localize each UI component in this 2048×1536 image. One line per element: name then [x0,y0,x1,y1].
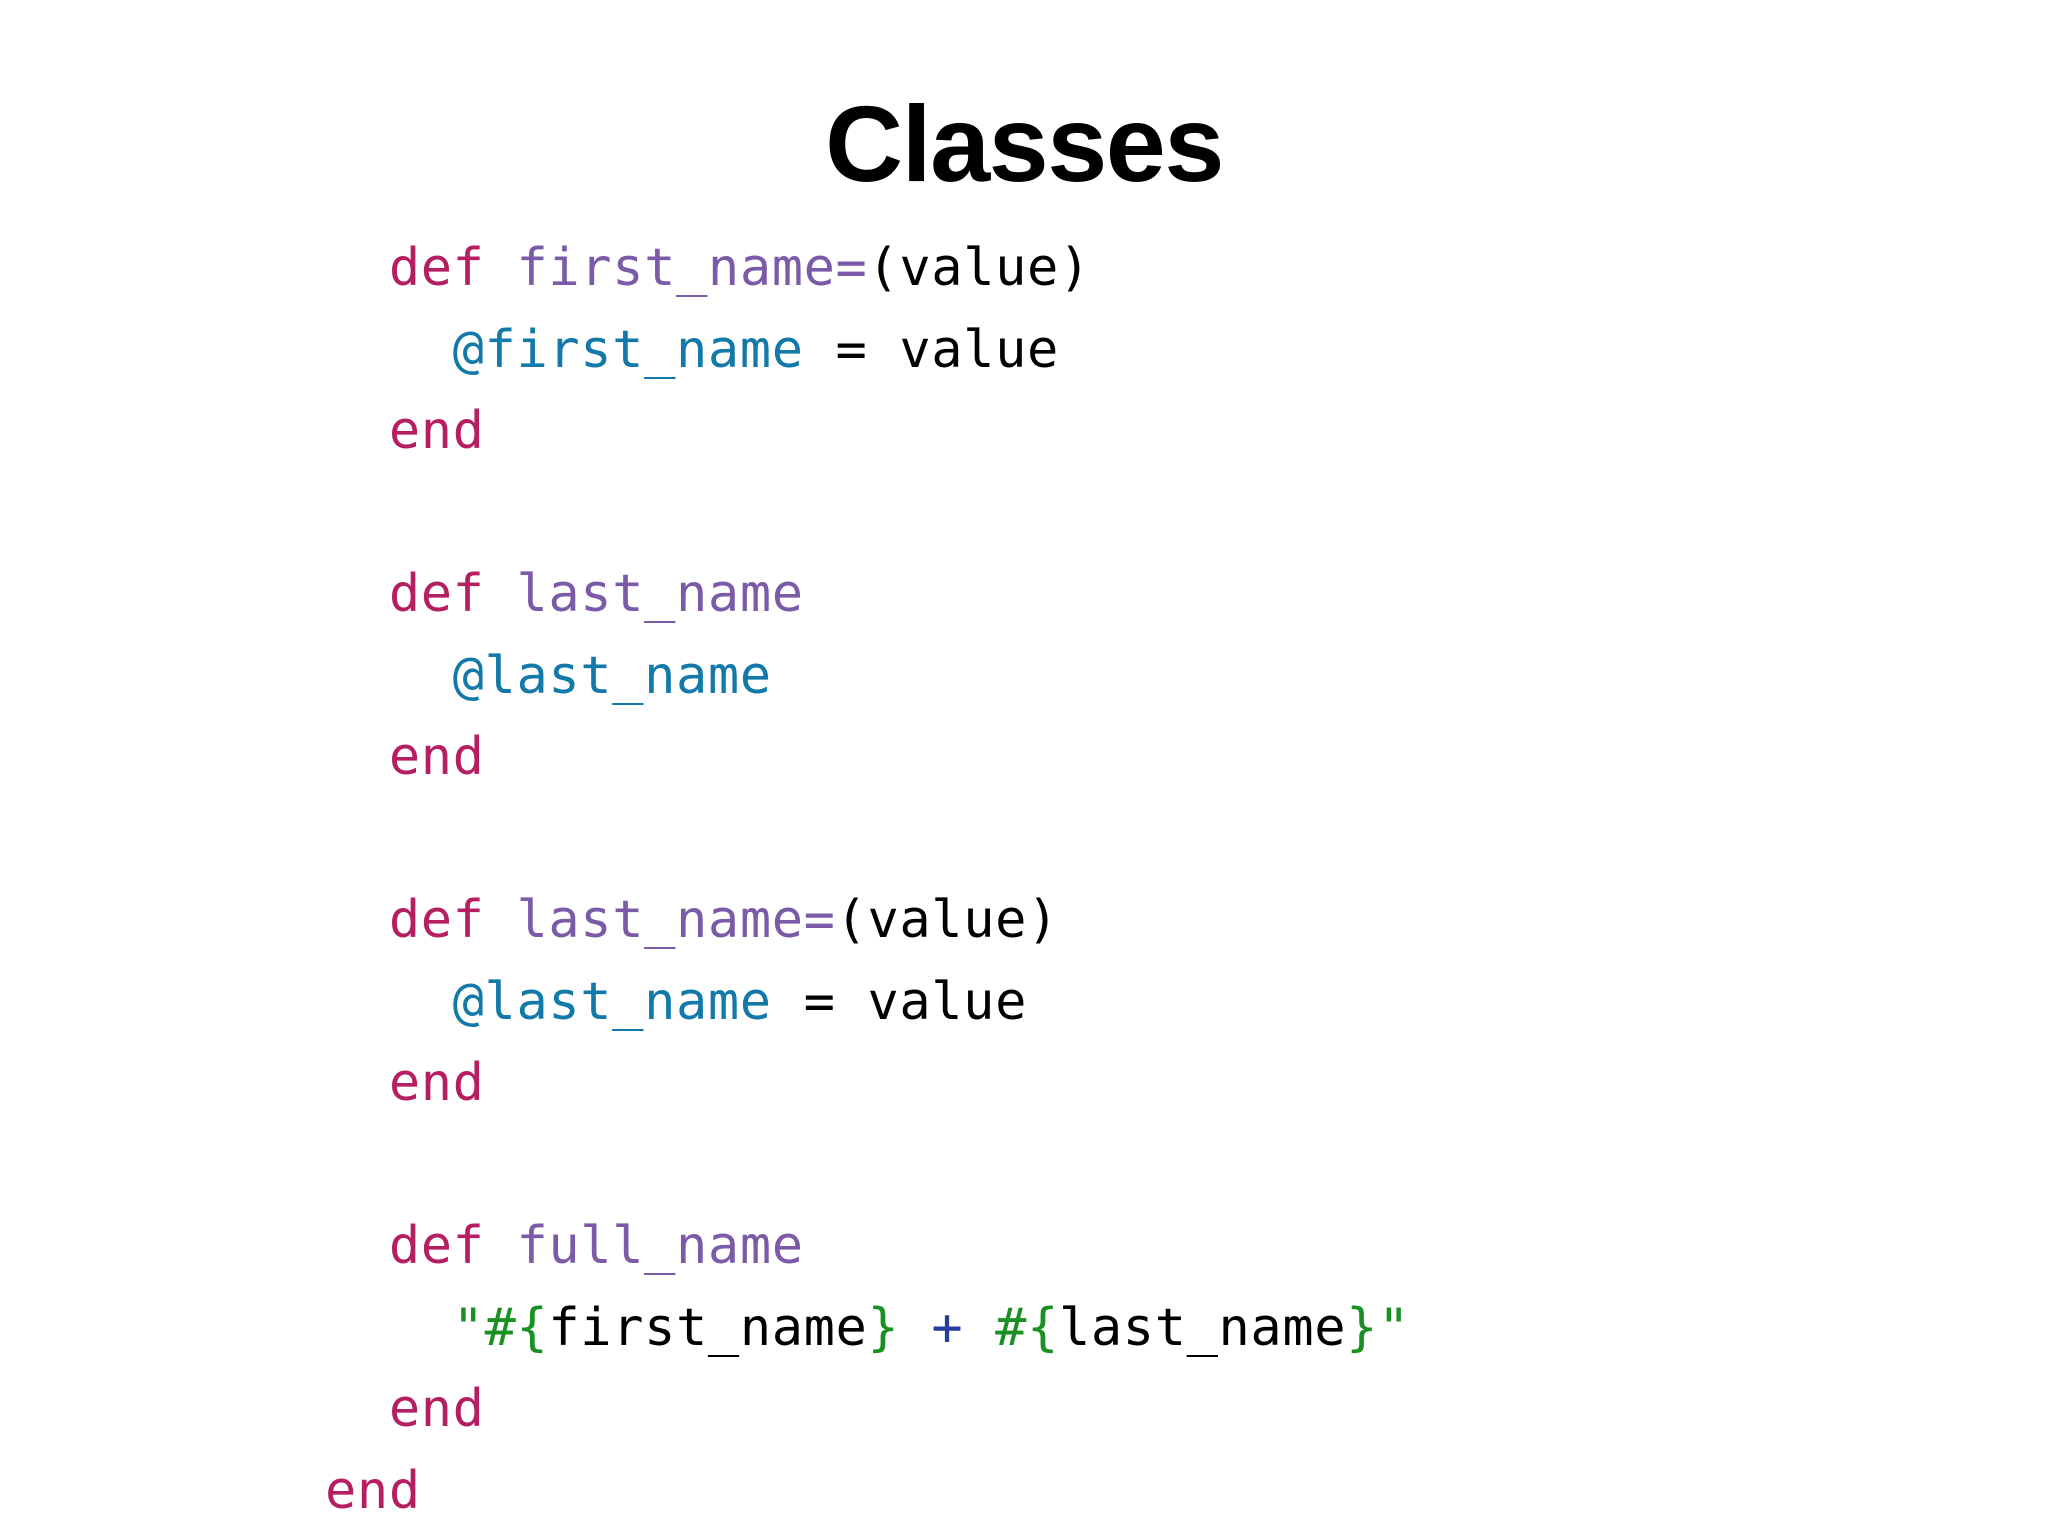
code-token-ivar: @last_name [452,645,772,706]
code-line: @first_name = value [325,310,1410,392]
code-token-keyword: def [388,564,485,624]
code-token-plain: = value [771,971,1027,1032]
code-line [325,1125,1410,1207]
code-token-method: last_name= [516,890,836,950]
code-token-indent [325,972,453,1032]
code-token-plain [485,890,517,950]
code-line: @last_name = value [325,962,1410,1044]
code-token-indent [325,646,453,706]
ruby-code-block: def first_name=(value) @first_name = val… [325,228,1410,1532]
code-token-indent [325,401,389,461]
code-line: end [325,717,1410,799]
code-token-plain [485,1216,517,1276]
code-token-indent [325,1379,389,1439]
code-token-indent [325,890,389,950]
code-token-keyword: end [388,1379,485,1439]
code-token-indent [325,1216,389,1276]
code-token-strdelim: " [1378,1297,1410,1358]
code-token-strdelim: #{ [484,1297,549,1358]
slide-title: Classes [825,83,1224,205]
code-line: def first_name=(value) [325,228,1410,310]
code-token-operator: + [931,1297,964,1358]
code-line: end [325,1369,1410,1451]
code-line: def last_name [325,554,1410,636]
code-token-indent [325,320,453,380]
code-token-indent [325,564,389,624]
code-token-plain: = value [803,319,1059,380]
code-token-ivar: @first_name [452,319,804,380]
code-token-keyword: def [388,890,485,950]
code-token-keyword: def [388,238,485,298]
code-line [325,473,1410,555]
code-line: "#{first_name} + #{last_name}" [325,1288,1410,1370]
code-token-method: last_name [516,564,804,624]
code-token-plain: first_name [548,1297,868,1358]
code-token-plain: last_name [1058,1297,1347,1358]
code-token-strdelim: } [1346,1297,1379,1358]
code-token-plain [899,1298,931,1358]
code-token-plain: (value) [867,238,1091,298]
code-line: end [325,391,1410,473]
code-token-keyword: end [388,727,485,787]
code-line: end [325,1451,1410,1533]
code-token-indent [325,1298,453,1358]
code-token-strdelim: } [867,1297,900,1358]
code-line: end [325,1043,1410,1125]
code-token-method: first_name= [516,238,868,298]
code-token-method: full_name [516,1216,804,1276]
code-token-keyword: def [388,1216,485,1276]
code-token-keyword: end [325,1460,421,1521]
code-token-indent [325,238,389,298]
code-line: def full_name [325,1206,1410,1288]
code-token-plain [485,238,517,298]
code-token-indent [325,1053,389,1113]
code-token-plain [963,1298,995,1358]
code-token-strdelim: #{ [995,1297,1059,1358]
code-token-keyword: end [388,1053,485,1113]
code-line: def last_name=(value) [325,880,1410,962]
code-token-strdelim: " [452,1297,485,1358]
code-token-keyword: end [388,401,485,461]
code-token-indent [325,727,389,787]
code-line: @last_name [325,636,1410,718]
code-token-plain [485,564,517,624]
code-line [325,799,1410,881]
code-token-plain: (value) [835,890,1059,950]
code-token-ivar: @last_name [452,971,772,1032]
